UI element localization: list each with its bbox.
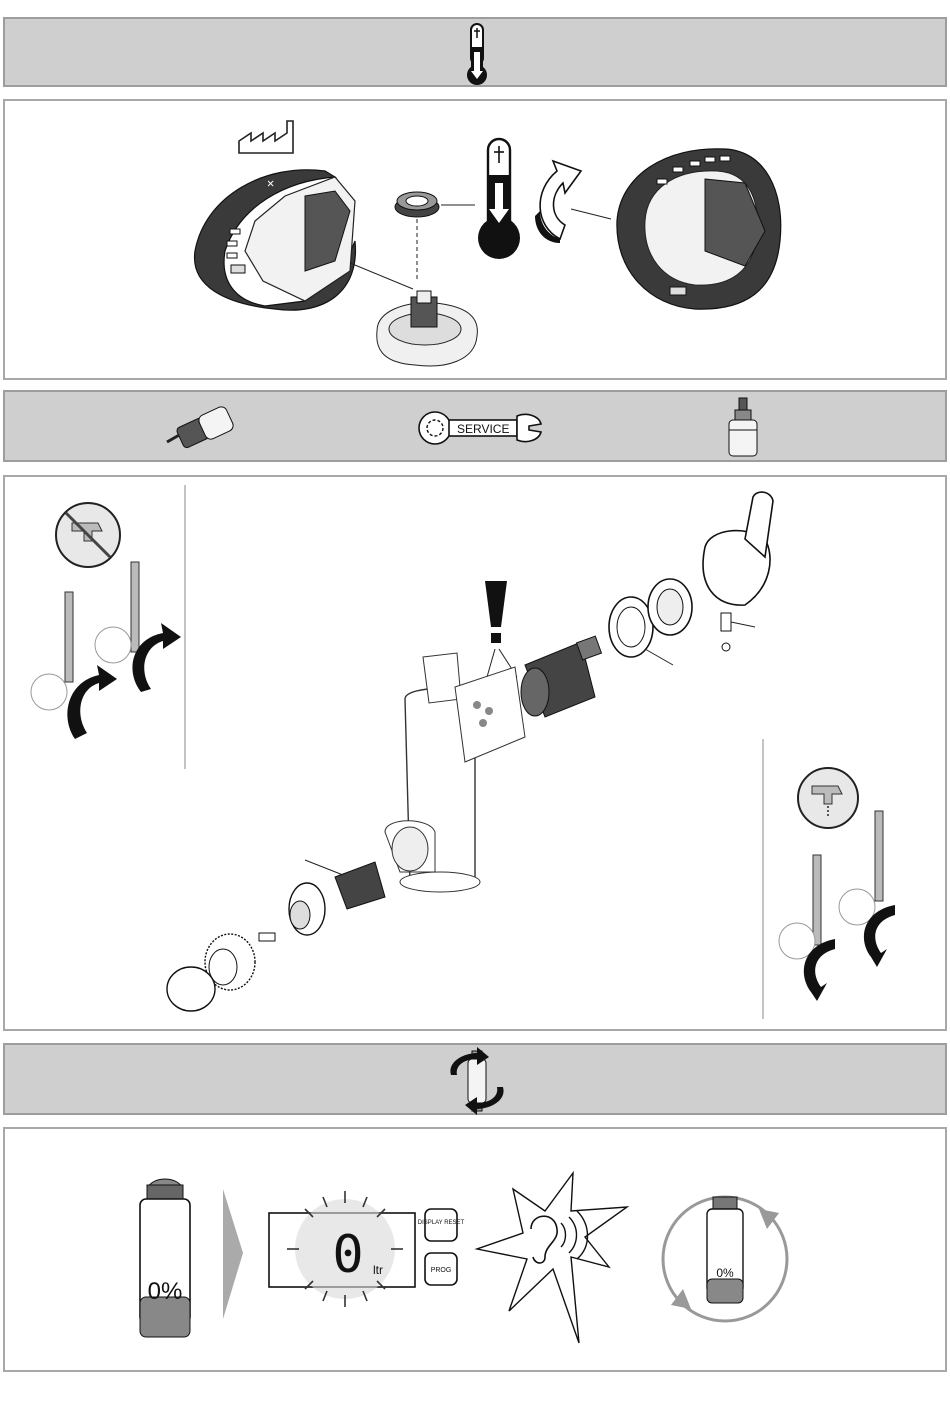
temperature-limiter-panel: ✕ [3, 99, 947, 380]
water-on-icon [798, 768, 858, 828]
faucet-body [385, 653, 525, 892]
thermometer-down-icon [5, 19, 949, 89]
thermometer-down-icon [478, 139, 520, 259]
filter-rotate-icon [5, 1045, 949, 1117]
ceramic-cartridge-icon [729, 398, 757, 456]
ceramic-cartridge-part [521, 579, 692, 717]
display-value: 0 [332, 1225, 363, 1285]
display-reset-button[interactable]: DISPLAY RESET [418, 1209, 465, 1241]
filter-percent: 0% [148, 1278, 183, 1305]
filter-percent-small: 0% [716, 1266, 734, 1280]
grip-ring-right [617, 149, 781, 309]
rotate-arrow-icon [535, 161, 611, 243]
lever-handle [703, 492, 773, 651]
thermostatic-cartridge-part [167, 860, 385, 1011]
svg-text:✕: ✕ [267, 176, 274, 190]
chevron-right-icon [223, 1189, 243, 1319]
service-exploded-panel [3, 475, 947, 1031]
filter-cartridge-icon: 0% [140, 1179, 190, 1337]
factory-icon [239, 121, 293, 153]
valve-close-icon [31, 562, 181, 739]
ear-sound-icon [477, 1173, 627, 1343]
limiter-nut [395, 192, 475, 281]
prog-label: PROG [431, 1267, 452, 1274]
valve-open-icon [779, 811, 895, 1001]
display-reset-label: DISPLAY RESET [418, 1220, 465, 1226]
temperature-header [3, 17, 947, 87]
display-unit: ltr [373, 1263, 383, 1277]
service-header: SERVICE [3, 390, 947, 462]
no-water-icon [56, 503, 120, 567]
filter-reset-panel: 0% 0 ltr DISPLAY RESET PROG [3, 1127, 947, 1372]
filter-rotate-icon: 0% [663, 1197, 787, 1321]
prog-button[interactable]: PROG [425, 1253, 457, 1285]
filter-change-header [3, 1043, 947, 1115]
service-wrench-icon[interactable]: SERVICE [419, 412, 541, 444]
lcd-display-icon: 0 ltr [269, 1191, 415, 1307]
grip-ring-left: ✕ [195, 170, 413, 310]
service-label: SERVICE [457, 422, 509, 436]
thermostatic-cartridge-icon [167, 405, 235, 449]
valve-base [377, 291, 478, 366]
